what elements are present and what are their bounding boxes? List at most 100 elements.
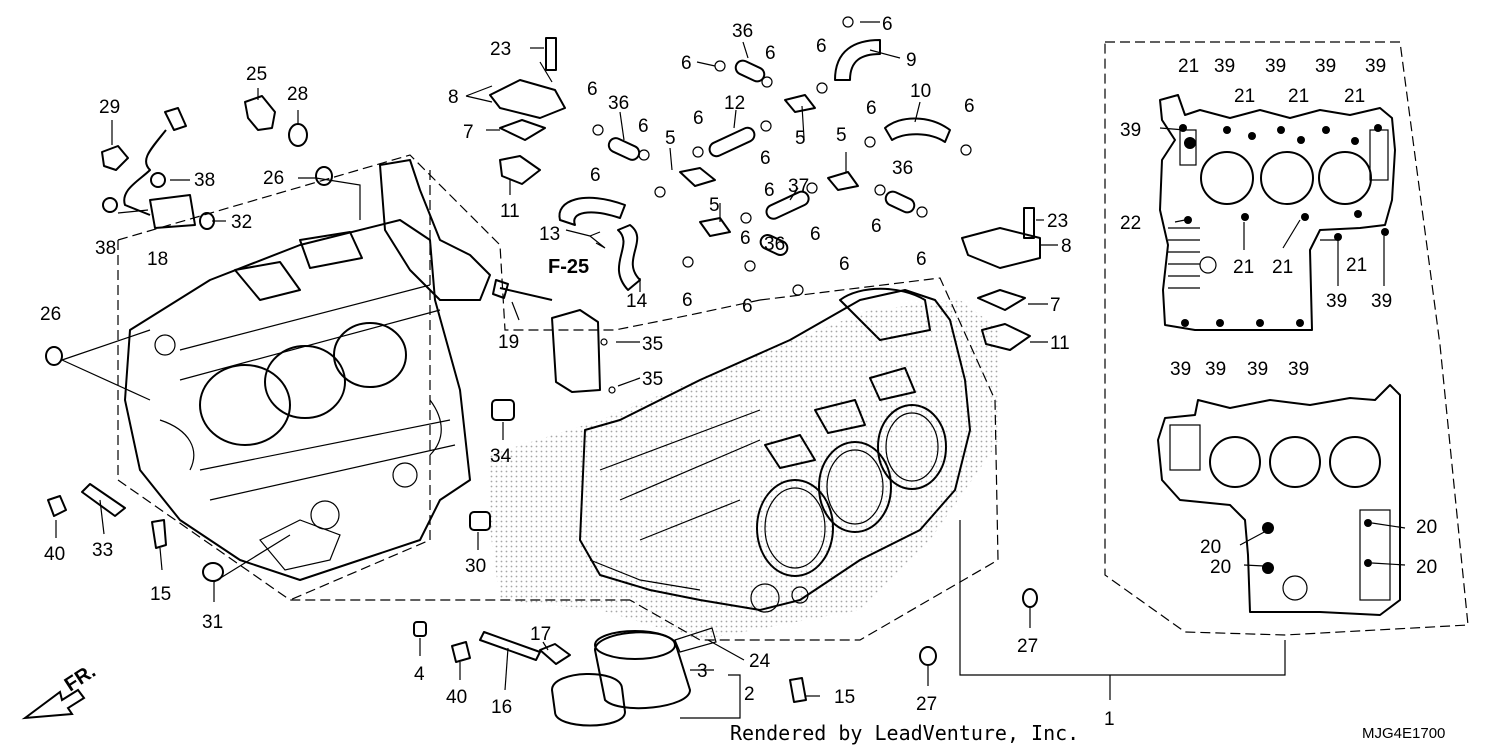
leader-lines <box>55 21 1406 719</box>
assembly-boundaries <box>117 41 1469 641</box>
callout-6: 6 <box>839 254 850 275</box>
callout-21: 21 <box>1288 86 1309 107</box>
callout-33: 33 <box>92 540 113 561</box>
callout-39: 39 <box>1315 56 1336 77</box>
callout-23: 23 <box>1047 211 1068 232</box>
callout-26: 26 <box>40 304 61 325</box>
callout-39: 39 <box>1288 359 1309 380</box>
callout-7: 7 <box>1050 295 1061 316</box>
callout-5: 5 <box>795 128 806 149</box>
callout-14: 14 <box>626 291 648 312</box>
callout-36: 36 <box>732 21 753 42</box>
oil-pressure-switch-harness <box>101 107 196 229</box>
callout-39: 39 <box>1326 291 1347 312</box>
callout-6: 6 <box>590 165 601 186</box>
figure-reference-label: F-25 <box>548 256 589 278</box>
callout-18: 18 <box>147 249 168 270</box>
callout-16: 16 <box>491 697 512 718</box>
front-label: FR. <box>61 660 100 696</box>
callout-30: 30 <box>465 556 486 577</box>
bolt-holes <box>1179 124 1389 574</box>
callout-12: 12 <box>724 93 745 114</box>
callout-40: 40 <box>446 687 467 708</box>
callout-39: 39 <box>1170 359 1191 380</box>
callout-6: 6 <box>681 53 692 74</box>
callout-6: 6 <box>765 43 776 64</box>
callout-39: 39 <box>1120 120 1141 141</box>
callout-24: 24 <box>749 651 771 672</box>
sensor-and-washer <box>45 95 333 366</box>
callout-11: 11 <box>500 201 520 222</box>
callout-2: 2 <box>744 684 755 705</box>
callout-6: 6 <box>816 36 827 57</box>
callout-21: 21 <box>1234 86 1255 107</box>
callout-21: 21 <box>1346 255 1367 276</box>
callout-8: 8 <box>1061 236 1072 257</box>
oil-filter-group <box>451 627 807 727</box>
callout-6: 6 <box>916 249 927 270</box>
callout-6: 6 <box>682 290 693 311</box>
hoses-and-tubes <box>558 39 951 291</box>
callout-6: 6 <box>693 108 704 129</box>
breather-cover-right <box>961 207 1041 351</box>
callout-20: 20 <box>1416 517 1437 538</box>
callout-22: 22 <box>1120 213 1141 234</box>
callout-5: 5 <box>665 128 676 149</box>
dowel-pins <box>413 399 1038 666</box>
callout-21: 21 <box>1233 257 1254 278</box>
callout-28: 28 <box>287 84 308 105</box>
callout-36: 36 <box>892 158 913 179</box>
callout-39: 39 <box>1205 359 1226 380</box>
callout-17: 17 <box>530 624 551 645</box>
callout-25: 25 <box>246 64 267 85</box>
callout-26: 26 <box>263 168 284 189</box>
callout-5: 5 <box>709 195 720 216</box>
callout-38: 38 <box>95 238 116 259</box>
callout-19: 19 <box>498 332 519 353</box>
callout-34: 34 <box>490 446 512 467</box>
breather-cover-left <box>489 37 566 185</box>
callout-21: 21 <box>1272 257 1293 278</box>
callout-39: 39 <box>1265 56 1286 77</box>
callout-13: 13 <box>539 224 560 245</box>
callout-8: 8 <box>448 87 459 108</box>
callout-35: 35 <box>642 369 663 390</box>
callout-11: 11 <box>1050 333 1070 354</box>
callout-20: 20 <box>1210 557 1231 578</box>
callout-32: 32 <box>231 212 252 233</box>
callout-10: 10 <box>910 81 931 102</box>
callout-4: 4 <box>414 664 425 685</box>
callout-21: 21 <box>1344 86 1365 107</box>
lower-crankcase <box>579 287 971 613</box>
callout-6: 6 <box>964 96 975 117</box>
callout-6: 6 <box>810 224 821 245</box>
callout-20: 20 <box>1416 557 1437 578</box>
callout-23: 23 <box>490 39 511 60</box>
callout-5: 5 <box>836 125 847 146</box>
callout-38: 38 <box>194 170 215 191</box>
callout-6: 6 <box>764 180 775 201</box>
hose-clamps <box>592 16 972 296</box>
callout-40: 40 <box>44 544 65 565</box>
callout-1: 1 <box>1104 709 1115 730</box>
callout-27: 27 <box>1017 636 1038 657</box>
callout-31: 31 <box>202 612 223 633</box>
callout-6: 6 <box>871 216 882 237</box>
lower-case-plate <box>1157 384 1401 616</box>
callout-39: 39 <box>1247 359 1268 380</box>
callout-39: 39 <box>1365 56 1386 77</box>
callout-numbers: 29 25 28 38 38 26 18 32 26 23 8 7 11 36 … <box>40 14 1437 730</box>
callout-20: 20 <box>1200 537 1221 558</box>
callout-6: 6 <box>760 148 771 169</box>
callout-21: 21 <box>1178 56 1199 77</box>
callout-6: 6 <box>866 98 877 119</box>
callout-39: 39 <box>1214 56 1235 77</box>
callout-36: 36 <box>608 93 629 114</box>
callout-15: 15 <box>834 687 855 708</box>
crankcase-shading <box>490 300 1000 640</box>
callout-29: 29 <box>99 97 120 118</box>
drain-parts <box>47 483 224 582</box>
callout-6: 6 <box>882 14 893 35</box>
callout-6: 6 <box>742 296 753 317</box>
